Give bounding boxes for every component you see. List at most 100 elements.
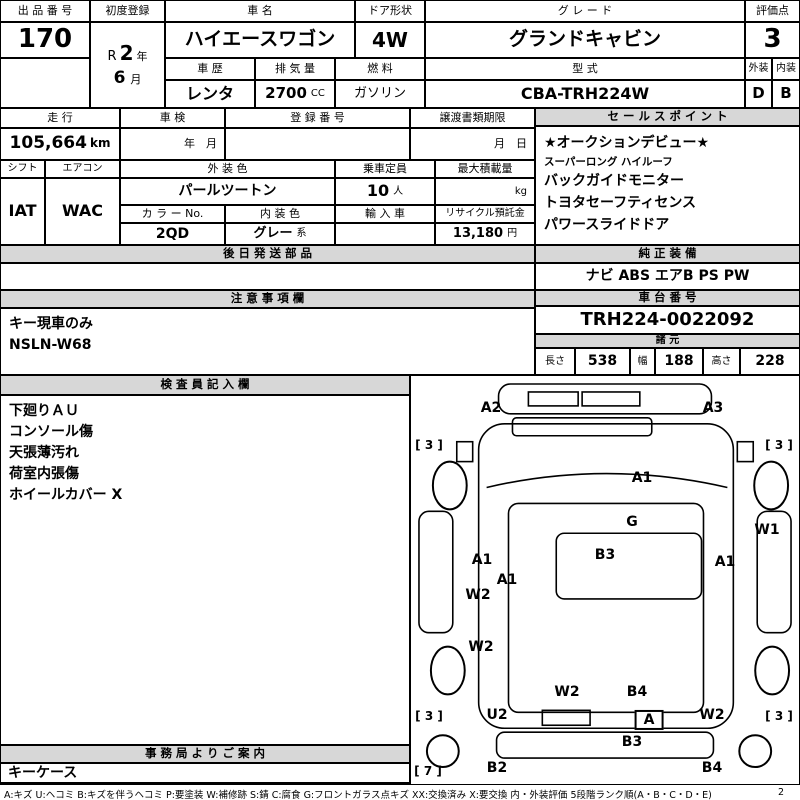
caution-box: キー現車のみ NSLN-W68 <box>0 308 535 375</box>
damage-marker: A1 <box>496 571 518 588</box>
door-shape-header: ドア形状 <box>355 0 425 22</box>
registration-no-value <box>225 128 410 160</box>
color-no-value: 2QD <box>120 223 225 245</box>
inspector-notes-box: 下廻りＡＵ コンソール傷 天張薄汚れ 荷室内張傷 ホイールカバー X <box>0 395 410 745</box>
exterior-grade-value: D <box>745 80 772 108</box>
max-load-header: 最大積載量 <box>435 160 535 178</box>
capacity-number: 10 <box>366 181 390 201</box>
caution-item: NSLN-W68 <box>9 337 92 353</box>
spec-width-value: 188 <box>655 348 703 375</box>
first-reg-era: R <box>107 48 117 64</box>
stamp-box <box>0 58 90 108</box>
exhibit-no-header: 出 品 番 号 <box>0 0 90 22</box>
grade-value: グランドキャビン <box>425 22 745 58</box>
genuine-equipment-header: 純 正 装 備 <box>535 245 800 263</box>
transfer-deadline-header: 譲渡書類期限 <box>410 108 535 128</box>
interior-color-suffix: 系 <box>296 228 307 240</box>
model-value: CBA-TRH224W <box>425 80 745 108</box>
mileage-unit: km <box>89 136 111 151</box>
car-name-header: 車 名 <box>165 0 355 22</box>
sales-point-item: スーパーロング ハイルーフ <box>544 156 673 168</box>
displacement-unit: CC <box>310 88 325 100</box>
car-top-view-diagram <box>418 383 792 769</box>
damage-marker: [ 3 ] <box>765 709 793 724</box>
first-reg-month-unit: 月 <box>130 72 142 86</box>
office-info-header: 事 務 局 よ り ご 案 内 <box>0 745 410 763</box>
recycle-value: 13,180 円 <box>435 223 535 245</box>
transfer-deadline-value: 月 日 <box>410 128 535 160</box>
sales-point-item: トヨタセーフティセンス <box>544 195 697 211</box>
damage-marker: W1 <box>754 521 780 538</box>
later-parts-header: 後 日 発 送 部 品 <box>0 245 535 263</box>
spec-height-label: 高さ <box>703 348 740 375</box>
capacity-header: 乗車定員 <box>335 160 435 178</box>
sales-point-item: バックガイドモニター <box>544 173 684 189</box>
chassis-no-header: 車 台 番 号 <box>535 290 800 306</box>
damage-marker: B4 <box>701 759 723 776</box>
interior-color-name: グレー <box>253 225 293 241</box>
exterior-color-value: パールツートン <box>120 178 335 205</box>
sales-points-box: ★オークションデビュー★ スーパーロング ハイルーフ バックガイドモニター トヨ… <box>535 126 800 245</box>
capacity-unit: 人 <box>393 185 404 197</box>
sales-point-item: ★オークションデビュー★ <box>544 135 710 151</box>
inspector-notes-header: 検 査 員 記 入 欄 <box>0 375 410 395</box>
mileage-header: 走 行 <box>0 108 120 128</box>
recycle-header: リサイクル預託金 <box>435 205 535 223</box>
import-header: 輸 入 車 <box>335 205 435 223</box>
score-header: 評価点 <box>745 0 800 22</box>
inspector-note-item: 下廻りＡＵ <box>9 403 79 419</box>
legend-text: A:キズ U:ヘコミ B:キズを伴うヘコミ P:要塗装 W:補修跡 S:錆 C:… <box>4 790 712 800</box>
first-reg-value: R 2 年 6 月 <box>90 22 165 108</box>
color-no-header: カ ラ ー No. <box>120 205 225 223</box>
exterior-header: 外装 <box>745 58 772 80</box>
damage-marker: A2 <box>480 399 502 416</box>
inspector-note-item: 荷室内張傷 <box>9 466 79 482</box>
mileage-value: 105,664 km <box>0 128 120 160</box>
history-value: レンタ <box>165 80 255 108</box>
displacement-header: 排 気 量 <box>255 58 335 80</box>
spec-width-label: 幅 <box>630 348 655 375</box>
ac-header: エアコン <box>45 160 120 178</box>
damage-marker: A1 <box>714 553 736 570</box>
interior-color-value: グレー 系 <box>225 223 335 245</box>
spec-length-label: 長さ <box>535 348 575 375</box>
damage-marker: W2 <box>554 683 580 700</box>
damage-marker: [ 3 ] <box>415 709 443 724</box>
inspection-value: 年 月 <box>120 128 225 160</box>
displacement-number: 2700 <box>265 84 307 103</box>
ac-value: WAC <box>45 178 120 245</box>
inspector-note-item: コンソール傷 <box>9 424 93 440</box>
fuel-value: ガソリン <box>335 80 425 108</box>
damage-marker: B3 <box>594 546 616 563</box>
chassis-no-value: TRH224-0022092 <box>535 306 800 334</box>
max-load-value: kg <box>435 178 535 205</box>
damage-marker: W2 <box>699 706 725 723</box>
damage-marker: [ 3 ] <box>415 438 443 453</box>
interior-header: 内装 <box>772 58 800 80</box>
damage-marker: U2 <box>486 706 508 723</box>
spec-length-value: 538 <box>575 348 630 375</box>
car-name-value: ハイエースワゴン <box>165 22 355 58</box>
door-shape-value: 4W <box>355 22 425 58</box>
damage-marker: A <box>634 709 664 731</box>
interior-grade-value: B <box>772 80 800 108</box>
sales-point-item: パワースライドドア <box>544 217 670 233</box>
displacement-value: 2700 CC <box>255 80 335 108</box>
damage-marker: A1 <box>471 551 493 568</box>
damage-marker: A1 <box>631 469 653 486</box>
score-value: 3 <box>745 22 800 58</box>
registration-no-header: 登 録 番 号 <box>225 108 410 128</box>
inspector-note-item: ホイールカバー X <box>9 487 123 503</box>
recycle-amount: 13,180 <box>452 225 504 241</box>
caution-header: 注 意 事 項 欄 <box>0 290 535 308</box>
later-parts-box <box>0 263 535 290</box>
shift-header: シフト <box>0 160 45 178</box>
exterior-color-header: 外 装 色 <box>120 160 335 178</box>
interior-color-header: 内 装 色 <box>225 205 335 223</box>
first-reg-year-unit: 年 <box>136 49 148 63</box>
caution-item: キー現車のみ <box>9 316 93 332</box>
damage-marker: B3 <box>621 733 643 750</box>
